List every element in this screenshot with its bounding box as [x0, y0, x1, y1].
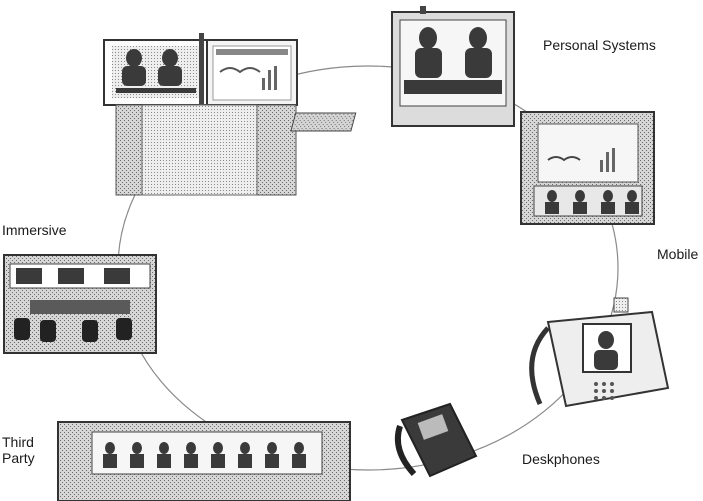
label-third-party: Third Party: [2, 434, 35, 466]
video-deskphone-image: [529, 297, 670, 408]
deskphone-image: [394, 402, 478, 478]
label-immersive: Immersive: [2, 222, 67, 238]
label-mobile: Mobile: [657, 246, 699, 262]
mobile-device-image: [520, 111, 655, 225]
label-personal-systems: Personal Systems: [543, 37, 656, 53]
third-party-system-image: [57, 421, 351, 501]
personal-system-image: [290, 6, 515, 132]
immersive-room-image: [3, 254, 157, 354]
label-deskphones: Deskphones: [522, 451, 600, 467]
telepresence-system-image: [103, 33, 298, 196]
